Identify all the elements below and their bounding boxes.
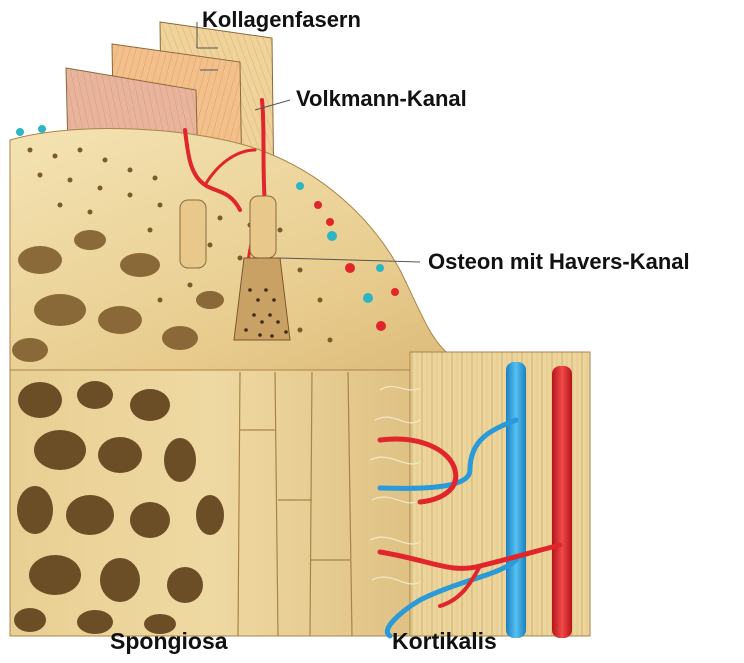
label-volkmann-canal: Volkmann-Kanal (296, 88, 467, 110)
label-cortical: Kortikalis (392, 630, 497, 653)
vein-vessel (506, 362, 526, 638)
osteon-cylinder-left (180, 200, 206, 268)
label-osteon: Osteon mit Havers-Kanal (428, 251, 690, 273)
label-collagen-fibers: Kollagenfasern (202, 9, 361, 31)
artery-vessel (552, 366, 572, 638)
osteon-cylinder-right (250, 196, 276, 258)
osteon-cone (234, 258, 290, 340)
label-spongiosa: Spongiosa (110, 630, 228, 653)
